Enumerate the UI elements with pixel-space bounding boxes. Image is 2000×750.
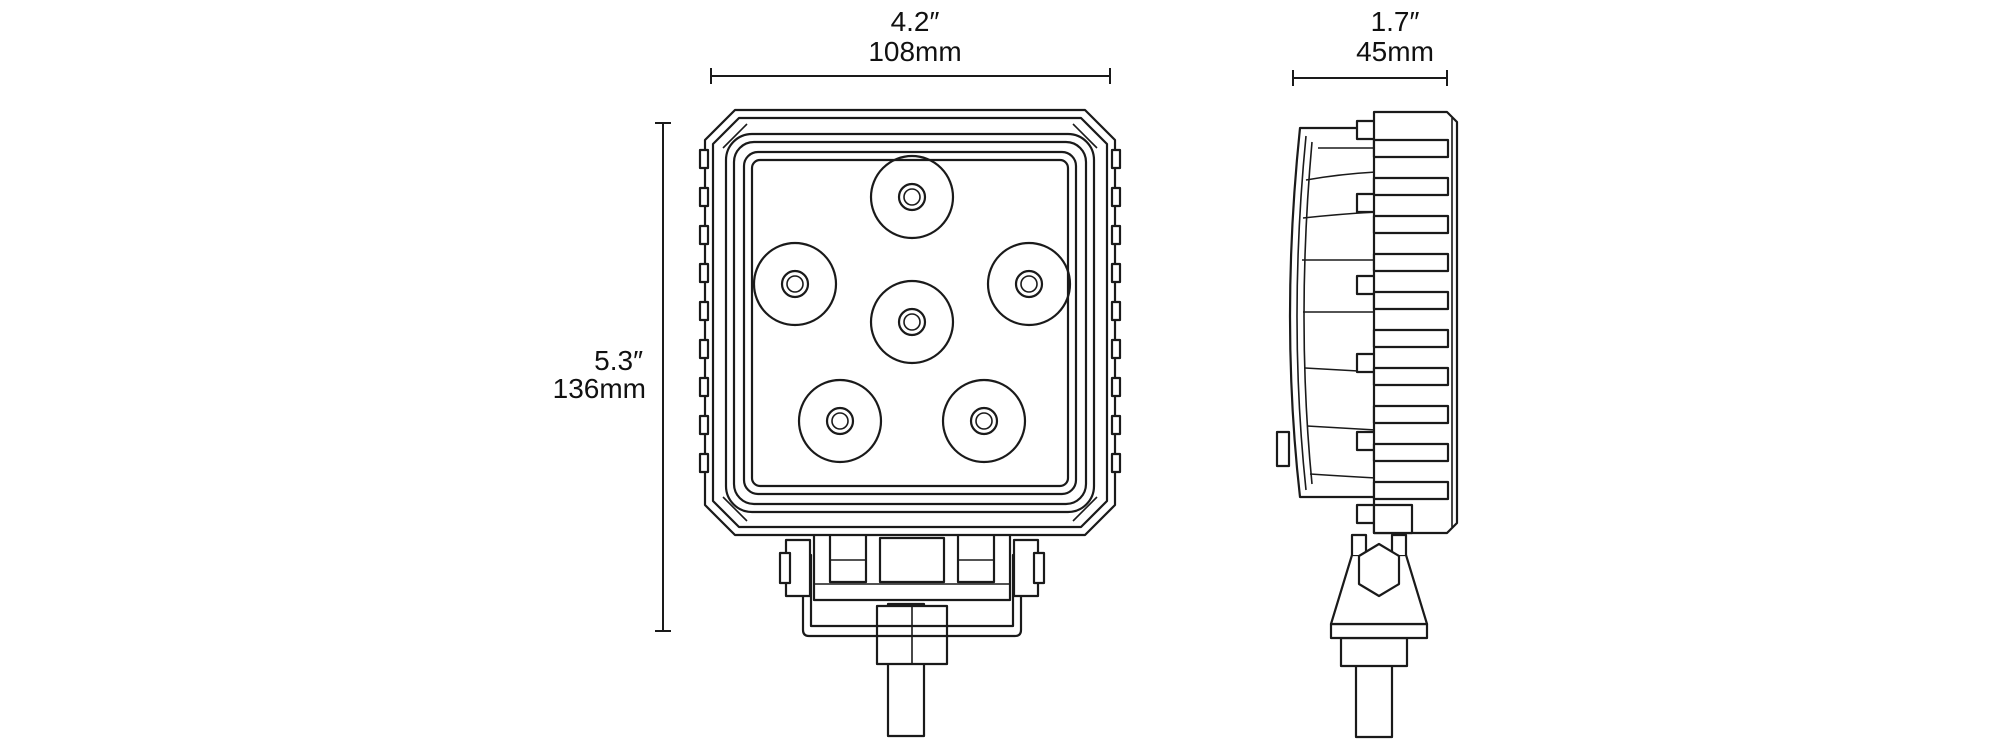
width-dimension: 4.2″ 108mm xyxy=(710,6,1111,84)
height-dimension: 5.3″ 136mm xyxy=(553,122,671,632)
led-array xyxy=(752,154,1072,464)
front-housing xyxy=(698,108,1122,537)
bezel-outer xyxy=(724,132,1096,514)
led-top xyxy=(869,154,955,240)
width-inch-label: 4.2″ xyxy=(891,6,940,37)
led-center xyxy=(869,279,955,365)
front-fins-right xyxy=(1110,148,1122,474)
led-lower-left xyxy=(797,378,883,464)
side-heatsink-fins xyxy=(1372,138,1450,501)
depth-mm-label: 45mm xyxy=(1356,36,1434,67)
front-mount-bracket xyxy=(778,530,1046,738)
side-stem-nut xyxy=(1339,636,1409,668)
side-hex-bolt xyxy=(1357,542,1401,598)
side-mount-base xyxy=(1329,622,1429,640)
led-upper-right xyxy=(986,241,1072,327)
depth-inch-label: 1.7″ xyxy=(1371,6,1420,37)
side-vent-plug xyxy=(1275,430,1291,468)
led-upper-left xyxy=(752,241,838,327)
side-heatsink-body xyxy=(1372,110,1459,535)
height-mm-label: 136mm xyxy=(553,373,646,404)
front-fins-left xyxy=(698,148,710,474)
width-mm-label: 108mm xyxy=(868,36,961,67)
depth-dimension: 1.7″ 45mm xyxy=(1292,6,1448,86)
side-clip xyxy=(1355,119,1377,141)
side-view xyxy=(1275,110,1459,739)
lens-panel xyxy=(750,158,1070,488)
front-view xyxy=(698,108,1122,738)
height-inch-label: 5.3″ xyxy=(594,345,643,376)
led-lower-right xyxy=(941,378,1027,464)
